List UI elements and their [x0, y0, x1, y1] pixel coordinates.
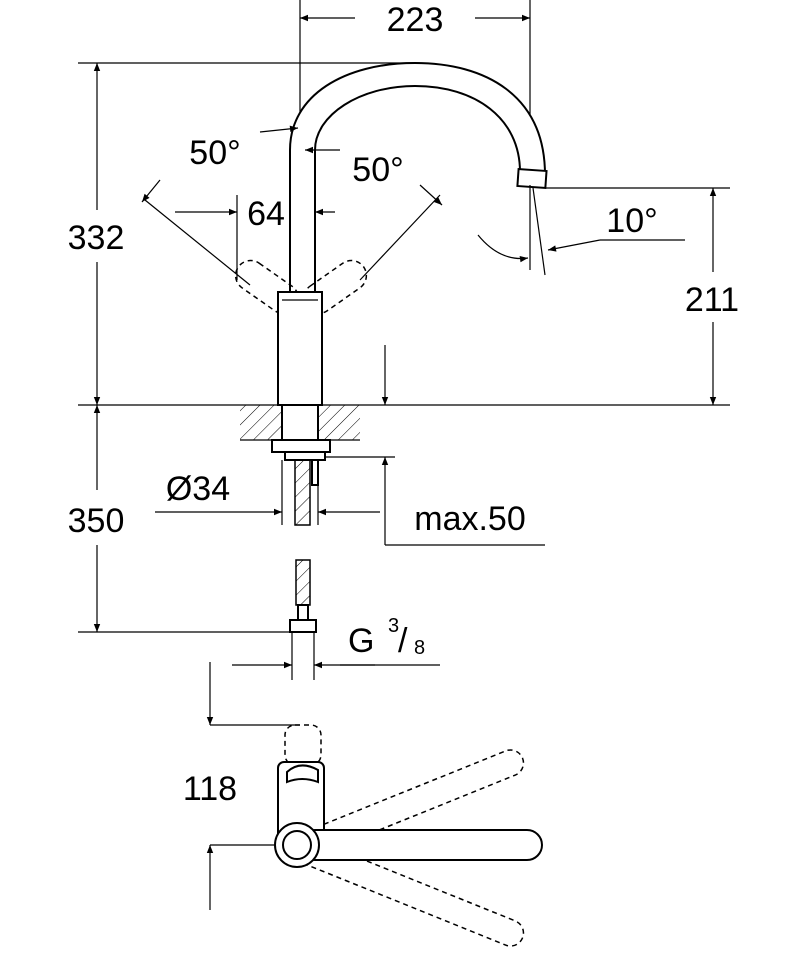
tap-body — [277, 291, 323, 406]
dim-max50-label: max.50 — [414, 500, 526, 538]
dim-350-label: 350 — [68, 502, 125, 540]
dimension-total-height: 332 — [68, 62, 420, 405]
spout — [289, 61, 548, 296]
dim-diameter-label: Ø34 — [166, 470, 230, 508]
dimension-spout-reach: 223 — [299, 0, 531, 185]
dimension-swivel: 50° 50° — [141, 125, 443, 286]
dimension-spout-angle: 10° — [477, 185, 685, 276]
thread-numerator: 3 — [388, 615, 399, 637]
counter-section — [240, 345, 389, 526]
thread-slash: / — [398, 622, 408, 660]
swivel-right-label: 50° — [352, 151, 403, 189]
dim-332-label: 332 — [68, 219, 125, 257]
hose-connector — [289, 559, 317, 680]
dim-211-label: 211 — [685, 281, 739, 319]
dimension-spout-height: 211 — [545, 187, 739, 405]
dimension-max-thickness: max.50 — [325, 456, 545, 546]
thread-denominator: 8 — [414, 637, 425, 659]
dimension-handle-offset: 118 — [183, 662, 300, 910]
dim-64-label: 64 — [247, 195, 285, 233]
thread-g-label: G — [348, 622, 374, 660]
dim-10deg-label: 10° — [606, 202, 657, 240]
dimension-handle-width: 64 — [175, 195, 335, 280]
dimension-shank-diameter: Ø34 — [155, 460, 380, 525]
dim-223-label: 223 — [387, 1, 444, 39]
top-view — [274, 724, 543, 947]
dim-118-label: 118 — [183, 770, 237, 808]
dimension-thread: G 3 / 8 — [232, 615, 440, 669]
swivel-left-label: 50° — [189, 134, 240, 172]
dimension-hose-length: 350 — [68, 405, 300, 633]
